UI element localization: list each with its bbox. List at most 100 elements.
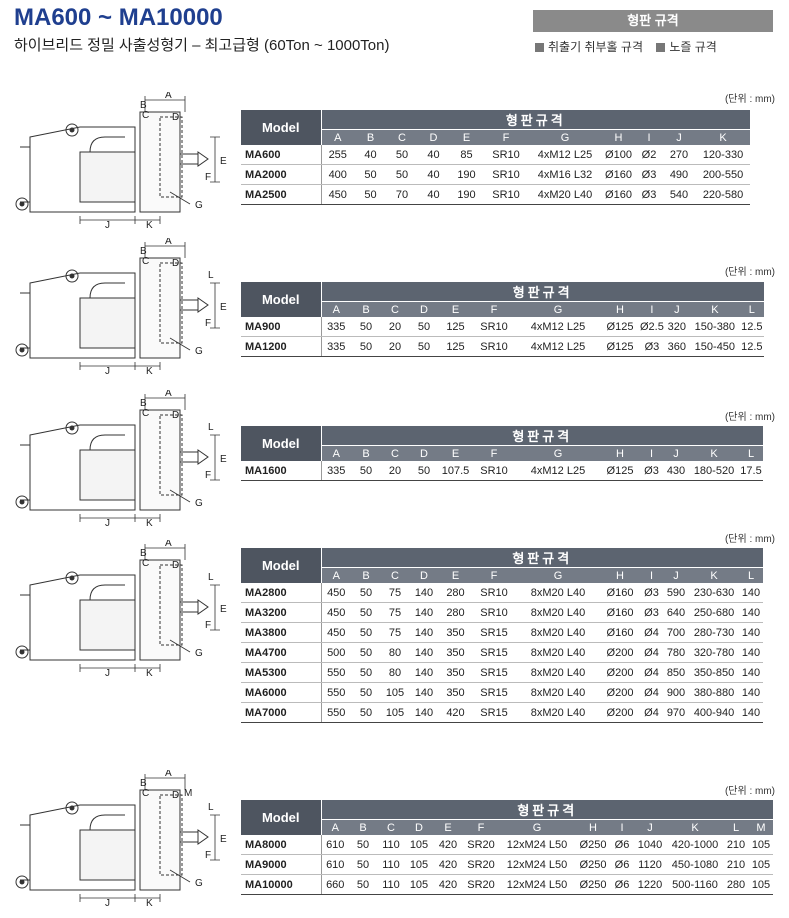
column-header: J [663,445,689,461]
value-cell: 70 [387,184,417,205]
value-cell: 105 [381,682,409,703]
column-header: A [321,819,349,835]
dimension-label: K [146,366,153,377]
value-cell: 50 [351,642,381,663]
column-header: I [636,129,662,145]
value-cell: 8xM20 L40 [516,642,600,663]
dimension-label: C [142,110,149,121]
dimension-label: A [165,540,172,549]
value-cell: SR10 [483,145,529,165]
value-cell: 110 [377,835,405,855]
value-cell: 220-580 [696,184,750,205]
column-header: L [739,301,764,317]
model-cell: MA3200 [241,602,322,623]
dimension-label: D [172,560,179,571]
column-header: C [387,129,417,145]
value-cell: 4xM12 L25 [529,145,601,165]
value-cell: 12xM24 L50 [499,854,575,875]
value-cell: 230-630 [689,583,739,603]
value-cell: 8xM20 L40 [516,602,600,623]
value-cell: 105 [405,835,433,855]
value-cell: 610 [321,835,349,855]
dimension-label: C [142,788,149,799]
model-cell: MA9000 [241,854,322,875]
value-cell: 140 [739,642,763,663]
value-cell: 140 [739,682,763,703]
value-cell: 360 [663,336,690,357]
value-cell: Ø250 [575,835,611,855]
value-cell: 17.5 [739,461,763,481]
value-cell: 125 [439,317,472,337]
group-header: 형판규격 [321,548,763,568]
column-header: B [354,129,387,145]
page-title: MA600 ~ MA10000 [14,4,223,31]
value-cell: 50 [409,317,439,337]
dimension-label: J [105,220,110,231]
dimension-label: J [105,366,110,377]
column-header: A [321,129,354,145]
dimension-label: G [195,200,203,211]
value-cell: 640 [663,602,689,623]
value-cell: 50 [351,602,381,623]
value-cell: 50 [409,461,439,481]
value-cell: 850 [663,662,689,683]
value-cell: 105 [749,874,773,895]
value-cell: 8xM20 L40 [516,583,600,603]
column-header: A [321,567,351,583]
value-cell: Ø200 [600,702,640,723]
column-header: H [600,567,640,583]
value-cell: 210 [723,835,749,855]
value-cell: SR15 [472,642,516,663]
value-cell: 12xM24 L50 [499,874,575,895]
value-cell: 180-520 [689,461,739,481]
value-cell: 280-730 [689,622,739,643]
value-cell: Ø3 [640,461,663,481]
value-cell: 140 [409,602,439,623]
column-header: J [662,129,696,145]
dimension-label: D [172,112,179,123]
model-cell: MA8000 [241,835,322,855]
dimension-label: J [105,898,110,909]
value-cell: 350 [439,642,472,663]
dimension-label: C [142,558,149,569]
value-cell: SR15 [472,682,516,703]
value-cell: 140 [409,702,439,723]
column-header: G [499,819,575,835]
value-cell: Ø200 [600,662,640,683]
value-cell: 350-850 [689,662,739,683]
value-cell: 4xM20 L40 [529,184,601,205]
value-cell: 540 [662,184,696,205]
value-cell: 120-330 [696,145,750,165]
column-header: H [601,129,636,145]
value-cell: Ø6 [611,854,633,875]
dimension-label: E [220,604,227,615]
value-cell: 190 [450,164,483,185]
value-cell: 110 [377,854,405,875]
value-cell: 50 [349,835,377,855]
column-header: A [321,301,351,317]
page-subtitle: 하이브리드 정밀 사출성형기 – 최고급형 (60Ton ~ 1000Ton) [14,37,390,54]
value-cell: 50 [349,854,377,875]
value-cell: Ø4 [640,642,663,663]
legend-item-label: 노즐 규격 [669,40,717,54]
value-cell: 420 [433,835,463,855]
value-cell: 700 [663,622,689,643]
column-header: E [450,129,483,145]
value-cell: SR10 [472,317,516,337]
value-cell: SR15 [472,622,516,643]
unit-note: (단위 : mm) [724,786,775,797]
value-cell: 20 [381,317,409,337]
value-cell: 50 [351,702,381,723]
value-cell: 335 [321,336,351,357]
